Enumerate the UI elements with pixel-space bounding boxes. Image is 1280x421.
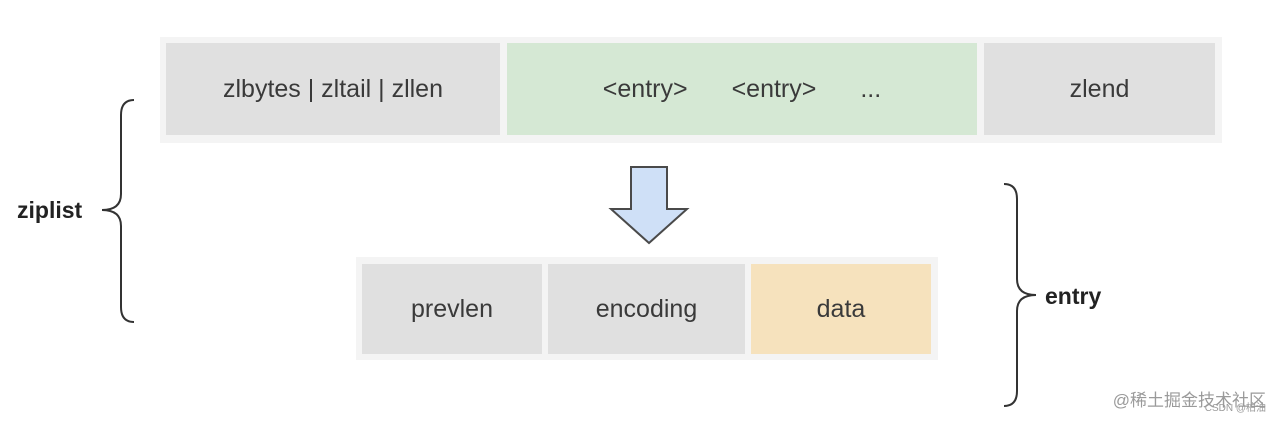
ziplist-header-cell: zlbytes | zltail | zllen <box>166 43 500 135</box>
entry-encoding-text: encoding <box>595 294 698 323</box>
ziplist-label: ziplist <box>17 197 83 223</box>
entry-encoding-cell: encoding <box>548 264 745 354</box>
ziplist-entry-1: <entry> <box>602 74 688 103</box>
entry-data-cell: data <box>751 264 931 354</box>
entry-label: entry <box>1045 283 1102 309</box>
ziplist-entries-cell: <entry> <entry> ... <box>507 43 977 135</box>
ziplist-entry-2: <entry> <box>731 74 817 103</box>
entry-brace <box>1003 183 1037 407</box>
ziplist-end-text: zlend <box>1069 74 1130 103</box>
ziplist-header-text: zlbytes | zltail | zllen <box>222 74 443 103</box>
watermark-subtext: CSDN @柏油 <box>1204 403 1266 414</box>
entry-prevlen-text: prevlen <box>411 294 493 323</box>
watermark-text: @稀土掘金技术社区 <box>1112 391 1266 410</box>
entry-data-text: data <box>816 294 866 323</box>
entry-prevlen-cell: prevlen <box>362 264 542 354</box>
ziplist-brace <box>101 99 135 323</box>
down-arrow-icon <box>608 166 690 245</box>
ziplist-entry-ellipsis: ... <box>860 74 882 103</box>
ziplist-end-cell: zlend <box>984 43 1215 135</box>
